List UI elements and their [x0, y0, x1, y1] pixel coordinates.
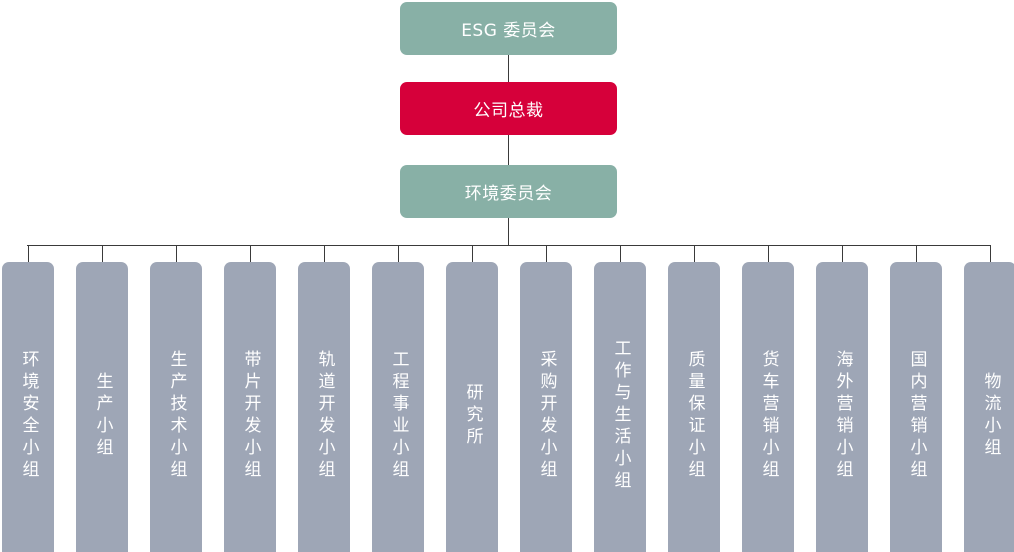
group-box: 采购开发小组: [520, 262, 572, 552]
group-label: 工作与生活小组: [610, 339, 631, 493]
group-box: 物流小组: [964, 262, 1014, 552]
connector-drop: [176, 245, 177, 262]
group-label: 生产技术小组: [166, 350, 187, 482]
ceo-node: 公司总裁: [400, 82, 617, 135]
group-box: 生产技术小组: [150, 262, 202, 552]
group-label: 研究所: [462, 383, 483, 449]
connector-drop: [990, 245, 991, 262]
group-label: 环境安全小组: [18, 350, 39, 482]
connector-drop: [768, 245, 769, 262]
esg-committee-node: ESG 委员会: [400, 2, 617, 55]
connector-env-bus: [508, 218, 509, 245]
group-label: 生产小组: [92, 372, 113, 460]
connector-drop: [398, 245, 399, 262]
connector-drop: [546, 245, 547, 262]
environment-committee-node: 环境委员会: [400, 165, 617, 218]
group-label: 海外营销小组: [832, 350, 853, 482]
group-box: 带片开发小组: [224, 262, 276, 552]
connector-drop: [620, 245, 621, 262]
connector-drop: [472, 245, 473, 262]
group-label: 质量保证小组: [684, 350, 705, 482]
environment-committee-label: 环境委员会: [464, 184, 553, 204]
group-box: 环境安全小组: [2, 262, 54, 552]
group-box: 生产小组: [76, 262, 128, 552]
connector-bus: [27, 245, 990, 246]
group-label: 采购开发小组: [536, 350, 557, 482]
connector-drop: [102, 245, 103, 262]
group-label: 工程事业小组: [388, 350, 409, 482]
group-box: 工程事业小组: [372, 262, 424, 552]
group-box: 研究所: [446, 262, 498, 552]
connector-drop: [694, 245, 695, 262]
group-box: 工作与生活小组: [594, 262, 646, 552]
group-box: 海外营销小组: [816, 262, 868, 552]
group-label: 轨道开发小组: [314, 350, 335, 482]
connector-drop: [28, 245, 29, 262]
group-box: 国内营销小组: [890, 262, 942, 552]
group-box: 货车营销小组: [742, 262, 794, 552]
ceo-label: 公司总裁: [473, 101, 544, 121]
group-label: 货车营销小组: [758, 350, 779, 482]
group-label: 国内营销小组: [906, 350, 927, 482]
group-box: 轨道开发小组: [298, 262, 350, 552]
connector-drop: [324, 245, 325, 262]
esg-committee-label: ESG 委员会: [461, 21, 556, 41]
connector-drop: [842, 245, 843, 262]
connector-drop: [250, 245, 251, 262]
connector-ceo-env: [508, 135, 509, 165]
group-box: 质量保证小组: [668, 262, 720, 552]
connector-esg-ceo: [508, 55, 509, 82]
group-label: 带片开发小组: [240, 350, 261, 482]
group-label: 物流小组: [980, 372, 1001, 460]
connector-drop: [916, 245, 917, 262]
